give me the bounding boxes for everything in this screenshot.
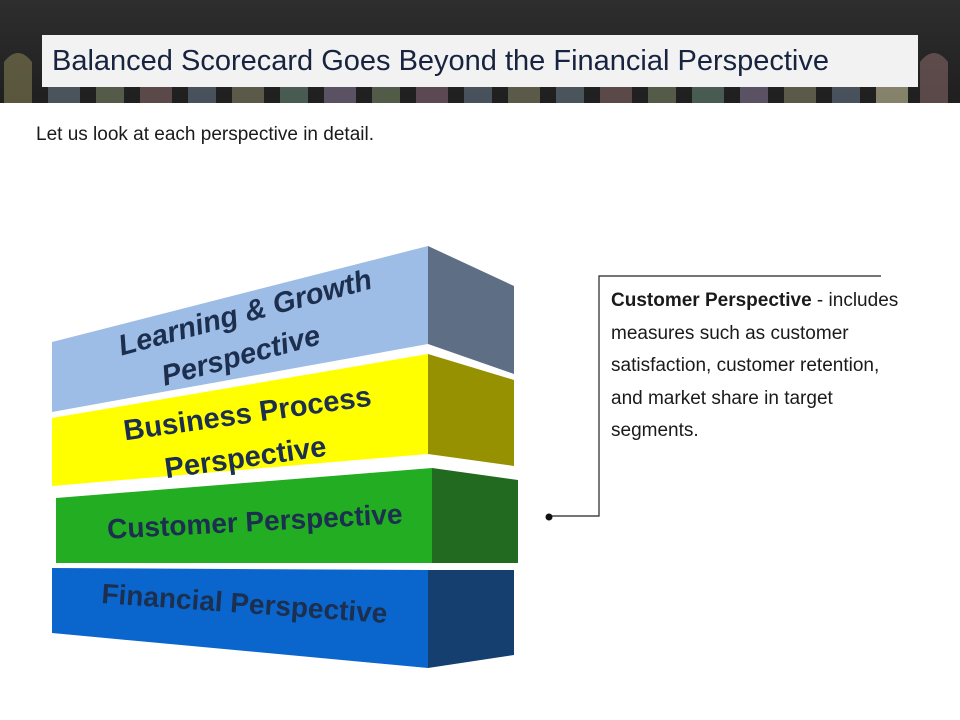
learning-block-side (428, 246, 514, 374)
callout-connector (545, 275, 881, 521)
customer-perspective-block: Customer Perspective (56, 468, 518, 563)
customer-block-side (432, 468, 518, 563)
callout-body: includes measures such as customer satis… (611, 290, 899, 441)
financial-perspective-block: Financial Perspective (52, 568, 514, 668)
intro-text: Let us look at each perspective in detai… (36, 124, 374, 145)
header-band: Balanced Scorecard Goes Beyond the Finan… (0, 0, 960, 103)
callout-anchor-dot (545, 513, 553, 521)
callout-title: Customer Perspective (611, 290, 812, 311)
page-title: Balanced Scorecard Goes Beyond the Finan… (52, 44, 829, 77)
learning-block-front (52, 246, 428, 412)
financial-block-side (428, 570, 514, 668)
callout-text: Customer Perspective - includes measures… (611, 285, 911, 448)
callout-bracket-line (549, 275, 881, 517)
business-block-side (428, 354, 514, 466)
callout-separator: - (811, 290, 824, 311)
business-block-front (52, 354, 428, 486)
financial-block-front (52, 568, 428, 668)
customer-block-front (56, 468, 432, 563)
title-box: Balanced Scorecard Goes Beyond the Finan… (42, 35, 918, 87)
